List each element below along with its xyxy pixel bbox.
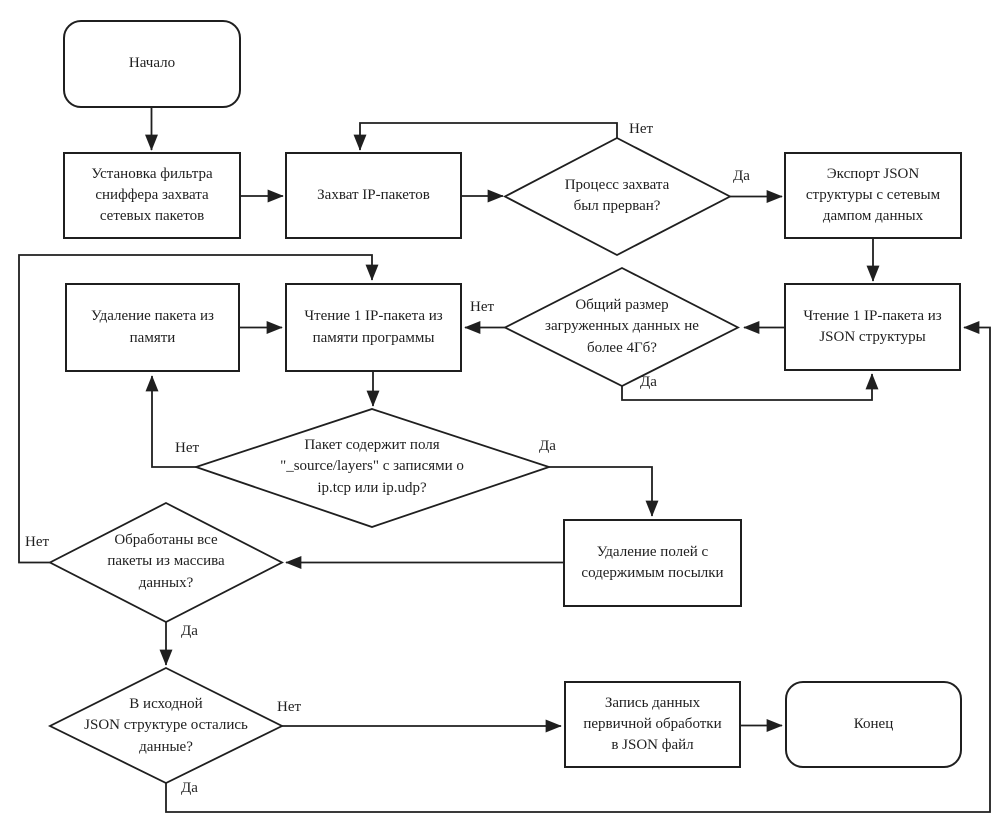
branch-label-interrupted-no: Нет	[629, 121, 654, 137]
branch-label-fields-yes: Да	[539, 438, 556, 454]
branch-label-size-no: Нет	[470, 299, 495, 315]
process-capture-ip-packets: Захват IP-пакетов	[285, 152, 462, 239]
edge-fields-no-to-delete-packet	[145, 375, 196, 468]
terminator-start: Начало	[63, 20, 241, 108]
process-delete-payload-fields: Удаление полей с содержимым посылки	[563, 519, 742, 607]
decision-packet-fields: Пакет содержит поля "_source/layers" с з…	[280, 437, 464, 496]
branch-label-fields-no: Нет	[175, 440, 200, 456]
decision-all-processed: Обработаны все пакеты из массива данных?	[107, 532, 225, 591]
branch-label-interrupted-yes: Да	[733, 168, 750, 184]
process-export-json-dump: Экспорт JSON структуры с сетевым дампом …	[784, 152, 962, 239]
branch-label-json-left-yes: Да	[181, 780, 198, 796]
process-read-packet-from-memory: Чтение 1 IP-пакета из памяти программы	[285, 283, 462, 372]
process-setup-sniffer-filter: Установка фильтра сниффера захвата сетев…	[63, 152, 241, 239]
edge-json-left-yes-loop-to-read-json	[165, 321, 991, 813]
decision-capture-interrupted: Процесс захвата был прерван?	[564, 176, 670, 214]
edge-all-processed-no-loop-to-read-memory	[18, 254, 379, 564]
decision-capture-interrupted-shape	[503, 136, 732, 257]
branch-label-all-processed-no: Нет	[25, 534, 50, 550]
branch-label-json-left-no: Нет	[277, 699, 302, 715]
decision-total-size: Общий размер загруженных данных не более…	[545, 297, 699, 356]
process-delete-packet-from-memory: Удаление пакета из памяти	[65, 283, 240, 372]
decision-packet-fields-shape	[193, 408, 552, 528]
process-write-json-file: Запись данных первичной обработки в JSON…	[564, 681, 741, 768]
edge-interrupted-no-loop-to-capture	[353, 122, 618, 151]
decision-json-data-left: В исходной JSON структуре остались данны…	[84, 696, 248, 755]
branch-label-size-yes: Да	[640, 374, 657, 390]
branch-label-all-processed-yes: Да	[181, 623, 198, 639]
process-read-packet-from-json: Чтение 1 IP-пакета из JSON структуры	[784, 283, 961, 371]
edge-size-yes-to-read-json	[621, 373, 879, 401]
terminator-end: Конец	[785, 681, 962, 768]
edge-fields-yes-to-delete-fields	[549, 466, 659, 517]
